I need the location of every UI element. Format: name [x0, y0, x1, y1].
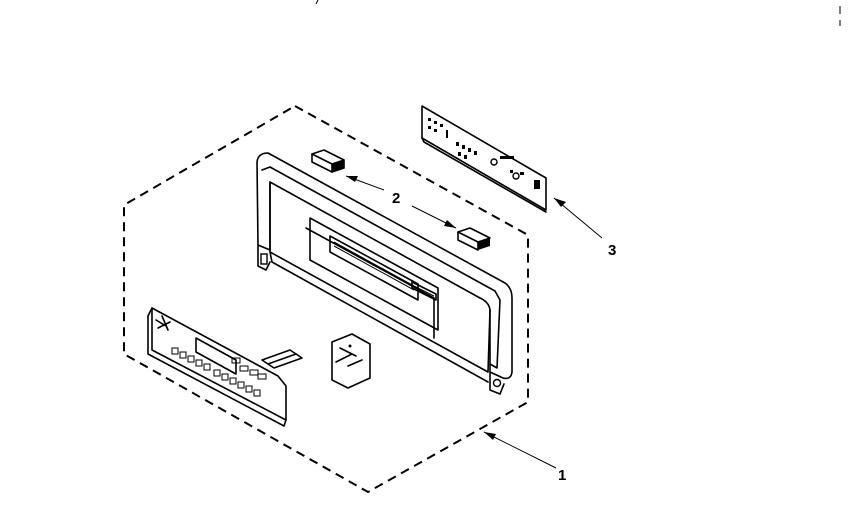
circuit-board: [421, 105, 547, 213]
control-overlay-panel: [147, 307, 303, 427]
spacer-block-upper: [311, 149, 345, 173]
leader-part1: [483, 431, 557, 469]
console-panel: [256, 152, 513, 395]
leader-part2-left: [345, 175, 385, 191]
top-tick: [315, 0, 319, 5]
callout-2: 2: [392, 190, 400, 207]
callout-1: 1: [558, 467, 566, 484]
leader-part3: [553, 197, 603, 239]
callout-3: 3: [608, 242, 616, 259]
bracket-plate: [331, 333, 371, 389]
spacer-block-lower: [457, 227, 491, 251]
assembly-boundary-dashed: [123, 104, 529, 494]
leader-part2-right: [411, 205, 457, 229]
